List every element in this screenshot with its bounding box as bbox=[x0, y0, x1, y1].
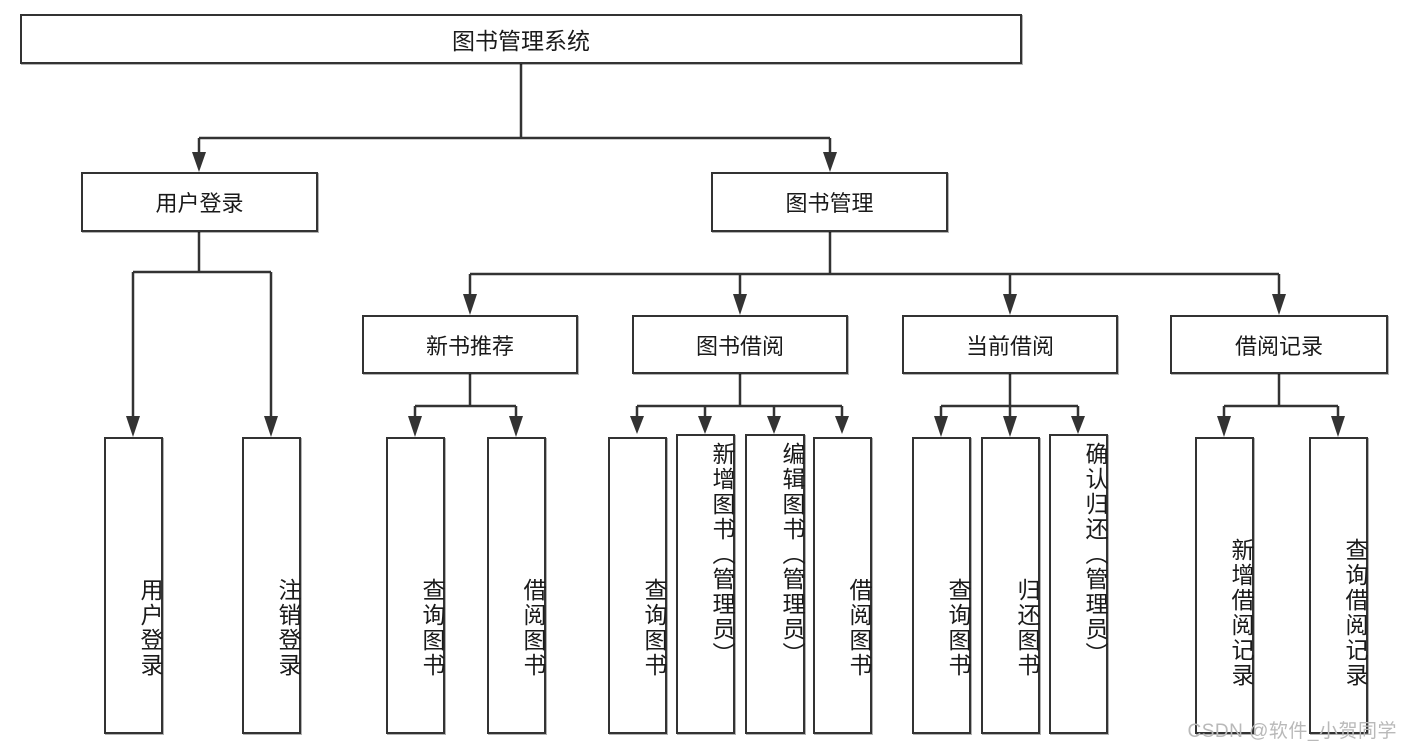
leaf-query-book-borrow[interactable]: 查询图书 bbox=[608, 437, 667, 734]
node-book-management[interactable]: 图书管理 bbox=[711, 172, 948, 232]
leaf-query-book-recommend[interactable]: 查询图书 bbox=[386, 437, 445, 734]
leaf-add-borrow-record[interactable]: 新增借阅记录 bbox=[1195, 437, 1254, 734]
arrow-user-login bbox=[192, 152, 206, 172]
arrow-leaf-query-record bbox=[1331, 416, 1345, 437]
node-user-login[interactable]: 用户登录 bbox=[81, 172, 318, 232]
node-borrow-record[interactable]: 借阅记录 bbox=[1170, 315, 1388, 374]
arrow-leaf-add-record bbox=[1217, 416, 1231, 437]
arrow-leaf-confirm-return bbox=[1071, 416, 1085, 434]
arrow-book-manage bbox=[823, 152, 837, 172]
arrow-book-borrow bbox=[733, 294, 747, 315]
leaf-logout[interactable]: 注销登录 bbox=[242, 437, 301, 734]
arrow-new-book-recommend bbox=[463, 294, 477, 315]
leaf-add-book-admin[interactable]: 新增图书（管理员） bbox=[676, 434, 735, 734]
leaf-edit-book-admin[interactable]: 编辑图书（管理员） bbox=[745, 434, 805, 734]
node-root-library-system[interactable]: 图书管理系统 bbox=[20, 14, 1022, 64]
arrow-leaf-borrow-book-1 bbox=[509, 416, 523, 437]
leaf-query-book-current[interactable]: 查询图书 bbox=[912, 437, 971, 734]
node-new-book-recommend[interactable]: 新书推荐 bbox=[362, 315, 578, 374]
node-book-borrow[interactable]: 图书借阅 bbox=[632, 315, 848, 374]
arrow-leaf-borrow-book-2 bbox=[835, 416, 849, 434]
arrow-leaf-user-login bbox=[126, 416, 140, 437]
csdn-watermark: CSDN @软件_小贺同学 bbox=[1187, 721, 1397, 742]
arrow-current-borrow bbox=[1003, 294, 1017, 315]
arrow-leaf-query-book-2 bbox=[630, 416, 644, 434]
leaf-borrow-book-borrow[interactable]: 借阅图书 bbox=[813, 437, 872, 734]
leaf-return-book[interactable]: 归还图书 bbox=[981, 437, 1040, 734]
arrow-leaf-return-book bbox=[1003, 416, 1017, 437]
leaf-confirm-return-admin[interactable]: 确认归还（管理员） bbox=[1049, 434, 1108, 734]
arrow-leaf-add-book bbox=[698, 416, 712, 434]
arrow-leaf-query-book-3 bbox=[934, 416, 948, 437]
arrow-leaf-edit-book bbox=[767, 416, 781, 434]
leaf-query-borrow-record[interactable]: 查询借阅记录 bbox=[1309, 437, 1368, 734]
arrow-leaf-query-book-1 bbox=[408, 416, 422, 437]
leaf-user-login[interactable]: 用户登录 bbox=[104, 437, 163, 734]
leaf-borrow-book-recommend[interactable]: 借阅图书 bbox=[487, 437, 546, 734]
arrow-borrow-record bbox=[1272, 294, 1286, 315]
arrow-leaf-logout bbox=[264, 416, 278, 437]
node-current-borrow[interactable]: 当前借阅 bbox=[902, 315, 1118, 374]
